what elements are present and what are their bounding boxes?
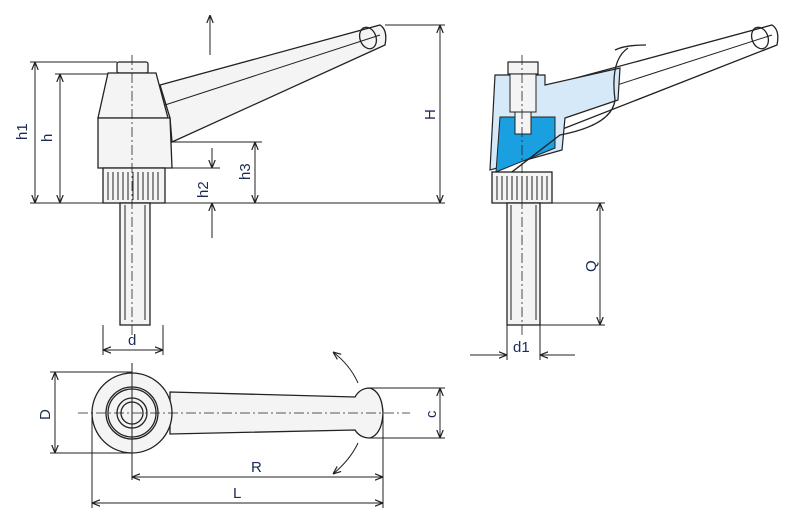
- dim-h3: h3: [237, 163, 254, 180]
- top-view: D c R L: [37, 352, 445, 508]
- dim-Q: Q: [583, 260, 600, 272]
- knurl: [102, 167, 166, 204]
- section-insert: [495, 116, 556, 173]
- dim-d1: d1: [513, 339, 530, 356]
- knurl-lines: [107, 172, 159, 200]
- rotate-arrow-icon: [333, 352, 359, 384]
- dim-c: c: [423, 410, 440, 418]
- dim-H: H: [422, 109, 439, 120]
- knob-top: [97, 72, 169, 119]
- rotate-arrow-icon: [333, 442, 359, 474]
- knob-body: [97, 117, 173, 169]
- side-view: h1 h h2 h3 H d: [14, 15, 445, 355]
- dim-L: L: [233, 485, 241, 502]
- screw-cap: [116, 61, 149, 74]
- dim-D: D: [37, 409, 54, 420]
- dim-h1: h1: [14, 123, 31, 140]
- section-view: Q d1: [470, 24, 779, 360]
- dim-d: d: [128, 332, 136, 349]
- dim-R: R: [251, 459, 262, 476]
- lever-arm: [159, 24, 387, 143]
- dim-h2: h2: [195, 181, 212, 198]
- dim-h: h: [39, 134, 56, 142]
